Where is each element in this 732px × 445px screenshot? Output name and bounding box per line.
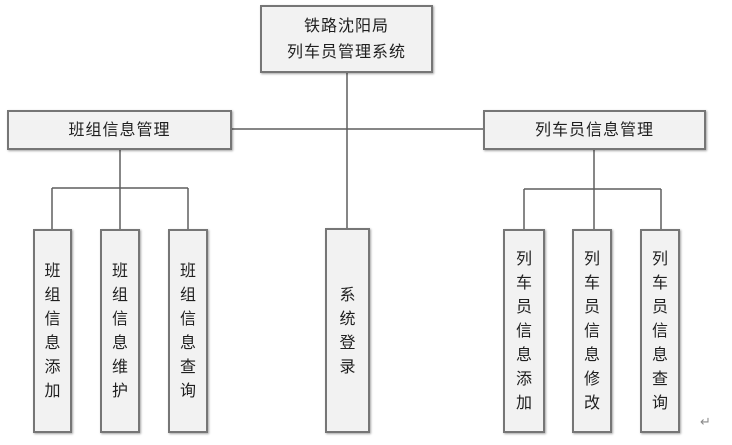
leaf-label: 列车员信息修改	[583, 249, 600, 412]
branch-node-attendant-info-management: 列车员信息管理	[483, 110, 706, 150]
leaf-node-team-info-maintain: 班组信息维护	[100, 229, 140, 433]
root-title-line2: 列车员管理系统	[286, 42, 406, 61]
node-label: 系统登录	[339, 284, 356, 376]
leaf-label: 列车员信息添加	[515, 249, 532, 412]
paragraph-return-mark: ↵	[700, 415, 711, 430]
leaf-label: 班组信息添加	[44, 261, 61, 400]
leaf-label: 列车员信息查询	[651, 249, 668, 412]
leaf-label: 班组信息维护	[111, 261, 128, 400]
leaf-node-attendant-info-modify: 列车员信息修改	[572, 229, 612, 433]
branch-label: 列车员信息管理	[534, 120, 654, 139]
leaf-label: 班组信息查询	[179, 261, 196, 400]
leaf-node-attendant-info-query: 列车员信息查询	[640, 229, 680, 433]
branch-node-team-info-management: 班组信息管理	[7, 110, 232, 150]
root-node-system-title: 铁路沈阳局 列车员管理系统	[260, 5, 433, 73]
leaf-node-team-info-query: 班组信息查询	[168, 229, 208, 433]
node-system-login: 系统登录	[325, 228, 370, 433]
leaf-node-team-info-add: 班组信息添加	[33, 229, 72, 433]
root-title-line1: 铁路沈阳局	[303, 16, 389, 35]
root-node-label: 铁路沈阳局 列车员管理系统	[287, 13, 406, 65]
branch-label: 班组信息管理	[68, 120, 171, 139]
leaf-node-attendant-info-add: 列车员信息添加	[503, 229, 545, 433]
